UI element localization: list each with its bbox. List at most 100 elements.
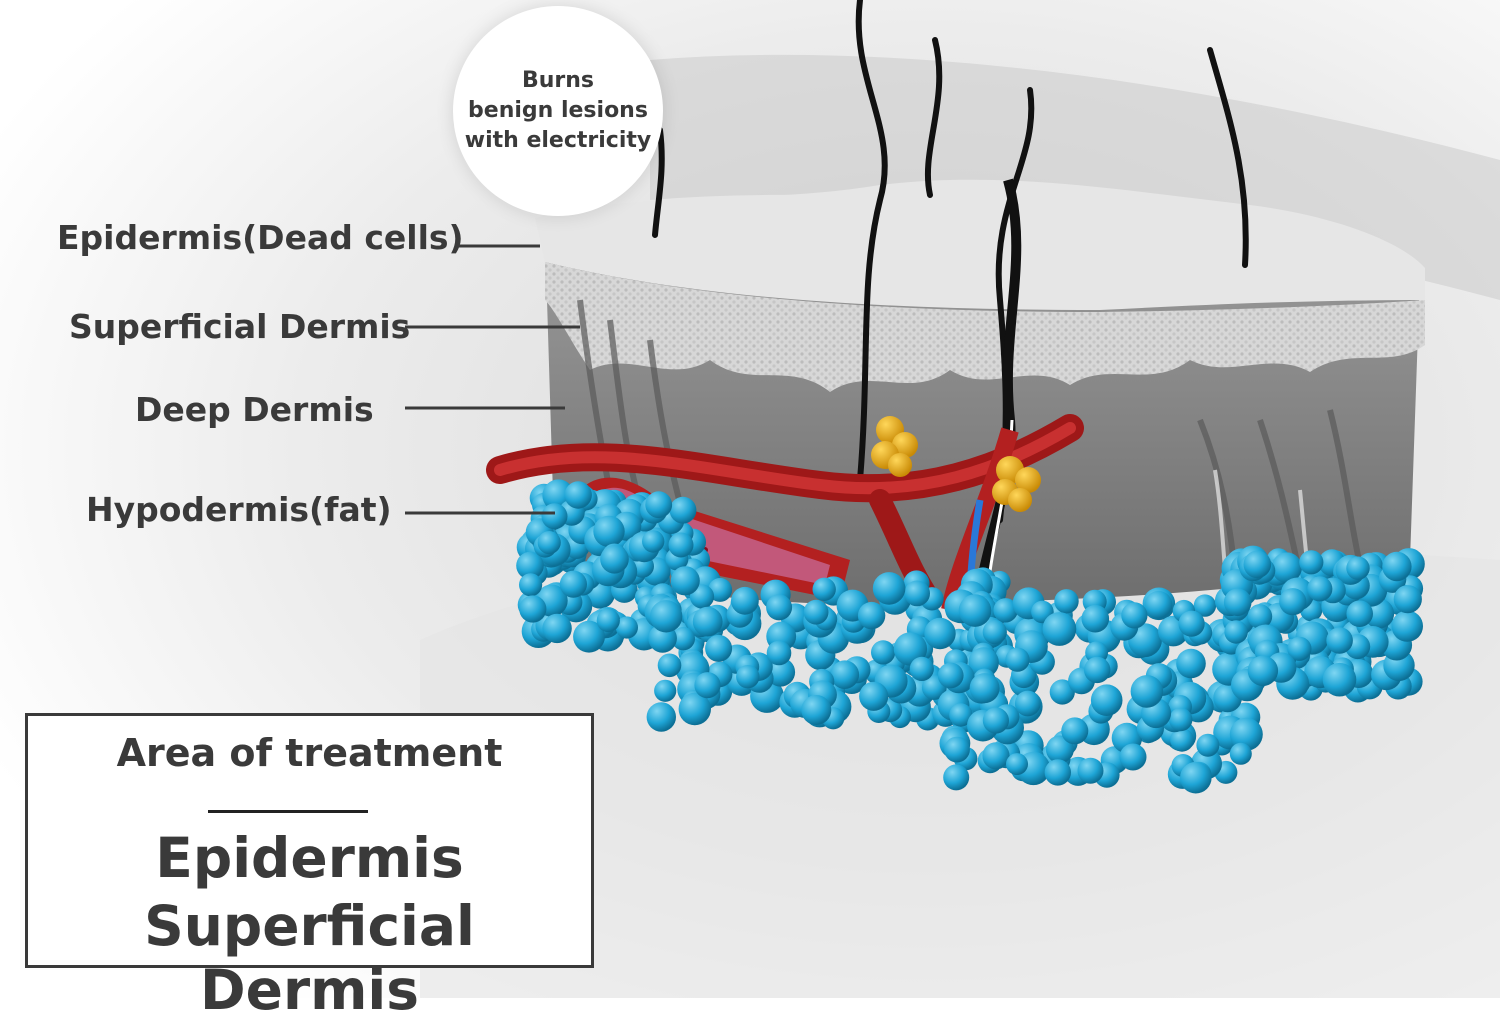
treatment-title: Area of treatment	[116, 731, 503, 775]
fat-cell	[1224, 620, 1248, 644]
fat-cell	[542, 613, 572, 644]
fat-cell	[1170, 728, 1194, 752]
fat-cell	[678, 692, 711, 726]
fat-cell	[812, 577, 836, 601]
callout-line-1: Burns	[521, 68, 595, 93]
fat-cell	[1130, 675, 1164, 708]
fat-cell	[937, 662, 964, 689]
fat-cell	[519, 595, 547, 623]
fat-cell	[1005, 647, 1030, 672]
fat-cell	[1223, 588, 1252, 617]
fat-cell	[1326, 627, 1353, 654]
fat-cell	[857, 601, 886, 630]
fat-cell	[1307, 576, 1333, 602]
label-hypodermis: Hypodermis(fat)	[86, 490, 392, 529]
fat-cell	[705, 634, 733, 662]
fat-cell	[564, 481, 592, 509]
fat-cell	[1391, 610, 1424, 642]
fat-cell	[657, 653, 682, 678]
fat-cell	[736, 665, 760, 689]
fat-cell	[1045, 735, 1074, 764]
fat-cell	[1299, 550, 1324, 575]
fat-cell	[600, 545, 629, 574]
fat-cell	[1229, 742, 1252, 765]
fat-cell	[615, 616, 639, 639]
fat-cell	[1042, 612, 1077, 646]
fat-cell	[1121, 602, 1148, 629]
fat-cell	[1247, 655, 1279, 686]
fat-cell	[1346, 600, 1373, 627]
fat-cell	[958, 594, 992, 627]
fat-cell	[1196, 733, 1220, 757]
fat-cell	[1090, 684, 1123, 716]
treatment-callout-bubble: Burns benign lesions with electricity	[453, 6, 663, 216]
fat-cell	[1247, 604, 1273, 629]
fat-cell	[1084, 656, 1111, 684]
fat-cell	[924, 617, 956, 650]
fat-cell	[646, 702, 676, 732]
fat-cell	[1176, 648, 1206, 679]
fat-cell	[949, 703, 973, 727]
fat-cell	[1229, 717, 1263, 751]
fat-cell	[1169, 707, 1193, 732]
fat-cell	[708, 577, 733, 602]
fat-cell	[993, 598, 1018, 623]
fat-cell	[969, 673, 1000, 704]
fat-cell	[1393, 585, 1422, 614]
fat-cell	[904, 580, 930, 607]
fat-cell	[766, 640, 792, 666]
fat-cell	[1077, 757, 1104, 784]
fat-cell	[1346, 556, 1370, 580]
fat-cell	[1081, 604, 1110, 633]
fat-cell	[872, 572, 906, 605]
treatment-divider	[208, 810, 368, 813]
fat-cell	[1271, 552, 1302, 583]
fat-cell	[516, 551, 544, 580]
label-epidermis: Epidermis(Dead cells)	[57, 218, 464, 257]
treatment-area-2: Superficial Dermis	[144, 894, 475, 1022]
fat-cell	[801, 695, 832, 725]
fat-cell	[766, 594, 793, 621]
fat-cell	[944, 736, 970, 763]
fat-cell	[1054, 589, 1079, 614]
fat-cell	[1044, 759, 1072, 786]
fat-cell	[982, 707, 1010, 734]
fat-cell	[982, 620, 1007, 645]
fat-cell	[803, 599, 829, 625]
fat-cell	[596, 608, 620, 633]
fat-cell	[1178, 610, 1205, 637]
fat-cell	[982, 742, 1010, 770]
fat-cell	[669, 496, 697, 524]
fat-cell	[1006, 753, 1028, 776]
area-of-treatment-box: Area of treatment Epidermis Superficial …	[25, 713, 594, 1022]
callout-line-3: with electricity	[464, 128, 652, 153]
fat-cell	[537, 531, 561, 555]
fat-cell	[1382, 551, 1412, 582]
treatment-area-1: Epidermis	[155, 826, 464, 890]
fat-cell	[1322, 662, 1357, 697]
fat-cell	[1287, 636, 1312, 661]
fat-cell	[670, 566, 700, 596]
fat-cell	[692, 606, 723, 637]
fat-cell	[573, 620, 605, 653]
fat-cell	[645, 491, 673, 519]
fat-cell	[859, 681, 889, 711]
fat-cell	[559, 570, 588, 598]
fat-cell	[731, 586, 759, 615]
fat-cell	[654, 679, 677, 702]
fat-cell	[830, 660, 860, 689]
fat-cell	[1119, 743, 1147, 771]
fat-cell	[968, 647, 999, 678]
fat-cell	[519, 573, 543, 597]
fat-cell	[943, 764, 970, 791]
fat-cell	[671, 627, 695, 651]
fat-cell	[1144, 590, 1173, 619]
fat-cell	[909, 656, 934, 682]
fat-cell	[650, 600, 683, 633]
fat-cell	[1061, 717, 1089, 745]
fat-cell	[1180, 761, 1212, 794]
fat-cell	[1279, 588, 1307, 616]
fat-cell	[642, 530, 665, 553]
fat-cell	[871, 640, 896, 665]
fat-cell	[694, 672, 721, 699]
